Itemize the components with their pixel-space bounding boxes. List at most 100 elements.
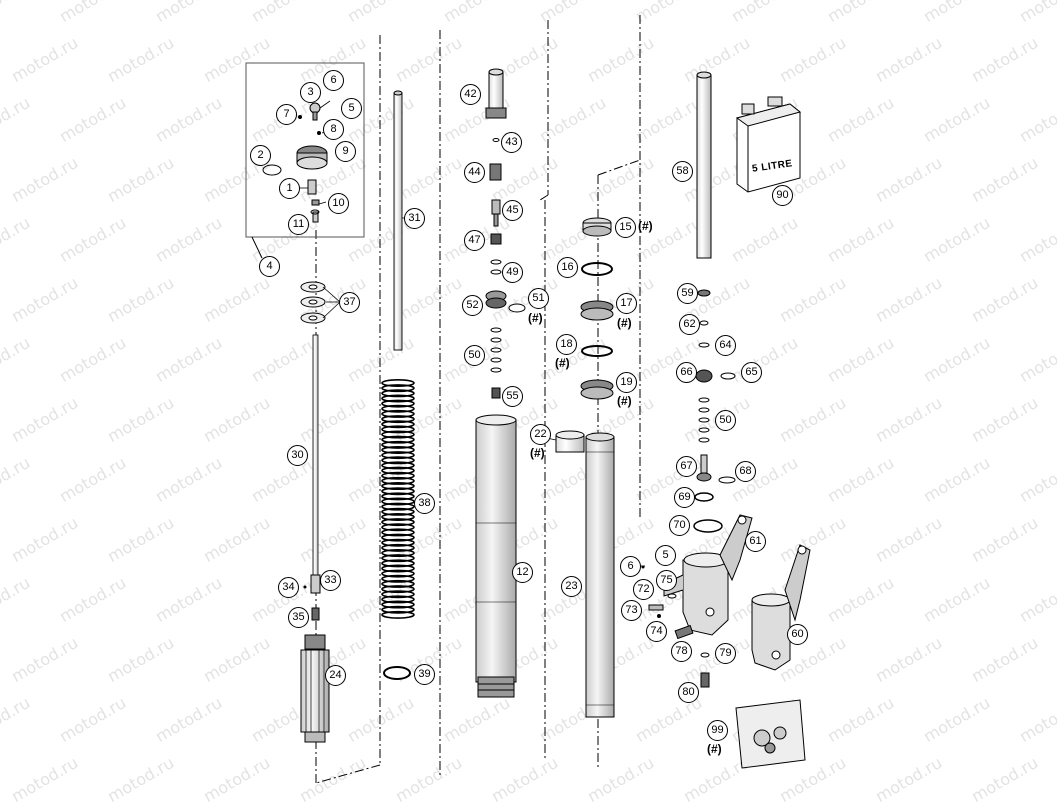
part-51[interactable]: 51 — [528, 288, 549, 309]
fork-spring — [381, 378, 415, 619]
seal-set — [580, 217, 614, 400]
spring-coil — [381, 610, 415, 619]
part-50a[interactable]: 50 — [464, 345, 485, 366]
fork-foot-left — [751, 544, 811, 671]
part-80[interactable]: 80 — [678, 682, 699, 703]
part-22[interactable]: 22 — [530, 424, 551, 445]
note-marker-17: (#) — [617, 316, 632, 330]
part-31[interactable]: 31 — [404, 208, 425, 229]
spring-coil — [381, 600, 415, 609]
special-tool — [735, 699, 806, 769]
part-72[interactable]: 72 — [633, 579, 654, 600]
part-69[interactable]: 69 — [674, 487, 695, 508]
part-60[interactable]: 60 — [787, 624, 808, 645]
spring-coil — [381, 461, 415, 470]
spring-coil — [381, 404, 415, 413]
part-10[interactable]: 10 — [328, 193, 349, 214]
spring-coil — [381, 435, 415, 444]
part-33[interactable]: 33 — [320, 570, 341, 591]
part-17[interactable]: 17 — [616, 293, 637, 314]
part-49[interactable]: 49 — [502, 262, 523, 283]
spring-coil — [381, 451, 415, 460]
part-79[interactable]: 79 — [715, 643, 736, 664]
part-3[interactable]: 3 — [300, 82, 321, 103]
spring-coil — [381, 605, 415, 614]
part-78[interactable]: 78 — [671, 641, 692, 662]
part-47[interactable]: 47 — [464, 230, 485, 251]
part-45[interactable]: 45 — [502, 200, 523, 221]
cartridge-tube — [696, 74, 712, 259]
spring-coil — [381, 425, 415, 434]
spring-coil — [381, 523, 415, 532]
spring-coil — [381, 543, 415, 552]
part-52[interactable]: 52 — [462, 295, 483, 316]
part-6[interactable]: 6 — [323, 70, 344, 91]
note-marker-18: (#) — [555, 356, 570, 370]
part-37[interactable]: 37 — [339, 292, 360, 313]
damper-cartridge — [300, 634, 330, 743]
part-4[interactable]: 4 — [259, 256, 280, 277]
part-5[interactable]: 5 — [341, 98, 362, 119]
part-5-foot[interactable]: 5 — [655, 545, 676, 566]
part-55[interactable]: 55 — [502, 386, 523, 407]
part-12[interactable]: 12 — [512, 562, 533, 583]
part-9[interactable]: 9 — [335, 141, 356, 162]
part-23[interactable]: 23 — [561, 576, 582, 597]
part-99[interactable]: 99 — [707, 720, 728, 741]
part-7[interactable]: 7 — [276, 104, 297, 125]
part-18[interactable]: 18 — [556, 334, 577, 355]
part-68[interactable]: 68 — [735, 461, 756, 482]
part-64[interactable]: 64 — [715, 335, 736, 356]
oil-can — [735, 96, 802, 193]
part-39[interactable]: 39 — [414, 664, 435, 685]
spring-coil — [381, 409, 415, 418]
part-74[interactable]: 74 — [646, 621, 667, 642]
note-marker-15: (#) — [638, 219, 653, 233]
detail-box — [245, 62, 365, 238]
part-43[interactable]: 43 — [501, 132, 522, 153]
part-61[interactable]: 61 — [745, 531, 766, 552]
spring-coil — [381, 518, 415, 527]
part-8[interactable]: 8 — [323, 119, 344, 140]
part-1[interactable]: 1 — [279, 178, 300, 199]
spring-coil — [381, 394, 415, 403]
part-24[interactable]: 24 — [325, 665, 346, 686]
part-11[interactable]: 11 — [288, 214, 309, 235]
part-2[interactable]: 2 — [250, 145, 271, 166]
part-58[interactable]: 58 — [672, 161, 693, 182]
part-70[interactable]: 70 — [669, 515, 690, 536]
spring-coil — [381, 482, 415, 491]
part-62[interactable]: 62 — [679, 314, 700, 335]
part-15[interactable]: 15 — [615, 217, 636, 238]
spring-coil — [381, 476, 415, 485]
base-valve-stack — [693, 289, 736, 533]
part-50b[interactable]: 50 — [715, 410, 736, 431]
part-16[interactable]: 16 — [557, 257, 578, 278]
spring-coil — [381, 574, 415, 583]
part-19[interactable]: 19 — [616, 372, 637, 393]
part-38[interactable]: 38 — [414, 493, 435, 514]
note-marker-99: (#) — [707, 742, 722, 756]
part-42[interactable]: 42 — [460, 84, 481, 105]
part-35[interactable]: 35 — [288, 607, 309, 628]
spring-coil — [381, 384, 415, 393]
spring-coil — [381, 559, 415, 568]
part-65[interactable]: 65 — [741, 362, 762, 383]
foot-hardware — [641, 565, 710, 688]
spring-coil — [381, 440, 415, 449]
part-34[interactable]: 34 — [278, 577, 299, 598]
part-30[interactable]: 30 — [287, 445, 308, 466]
spring-coil — [381, 549, 415, 558]
part-44[interactable]: 44 — [464, 162, 485, 183]
part-73[interactable]: 73 — [621, 600, 642, 621]
part-90[interactable]: 90 — [772, 185, 793, 206]
part-66[interactable]: 66 — [676, 362, 697, 383]
note-marker-22: (#) — [530, 446, 545, 460]
part-67[interactable]: 67 — [676, 456, 697, 477]
part-75[interactable]: 75 — [656, 570, 677, 591]
part-6-foot[interactable]: 6 — [620, 556, 641, 577]
spring-coil — [381, 590, 415, 599]
part-59[interactable]: 59 — [677, 283, 698, 304]
